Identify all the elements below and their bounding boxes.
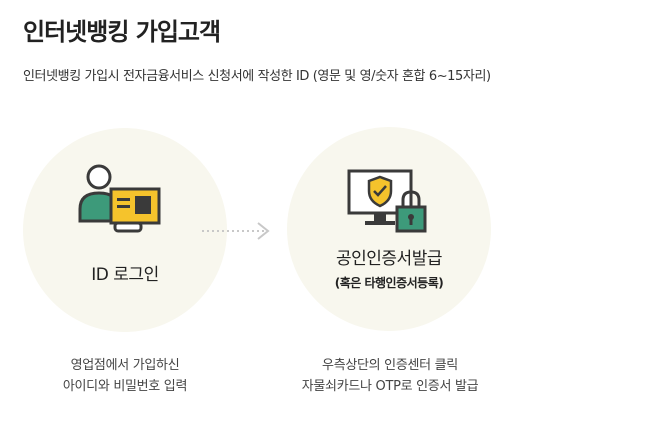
caption-line: 우측상단의 인증센터 클릭 (322, 358, 458, 373)
page-title: 인터넷뱅킹 가입고객 (23, 18, 221, 46)
caption-line: 아이디와 비밀번호 입력 (62, 379, 188, 394)
step-login: ID 로그인 (23, 128, 227, 332)
page-description: 인터넷뱅킹 가입시 전자금융서비스 신청서에 작성한 ID (영문 및 영/숫자… (23, 69, 491, 84)
step-certificate-subtitle: (혹은 타행인증서등록) (334, 276, 444, 290)
user-with-id-card-icon (77, 163, 173, 247)
step-login-title: ID 로그인 (91, 265, 159, 285)
step-certificate-caption: 우측상단의 인증센터 클릭 자물쇠카드나 OTP로 인증서 발급 (260, 355, 520, 397)
caption-line: 자물쇠카드나 OTP로 인증서 발급 (301, 379, 479, 394)
chevron-right-icon (202, 220, 274, 246)
caption-line: 영업점에서 가입하신 (70, 358, 180, 373)
step-login-caption: 영업점에서 가입하신 아이디와 비밀번호 입력 (23, 355, 227, 397)
monitor-shield-lock-icon (347, 167, 431, 241)
step-certificate-title: 공인인증서발급 (336, 249, 442, 269)
step-certificate: 공인인증서발급 (혹은 타행인증서등록) (287, 127, 491, 331)
